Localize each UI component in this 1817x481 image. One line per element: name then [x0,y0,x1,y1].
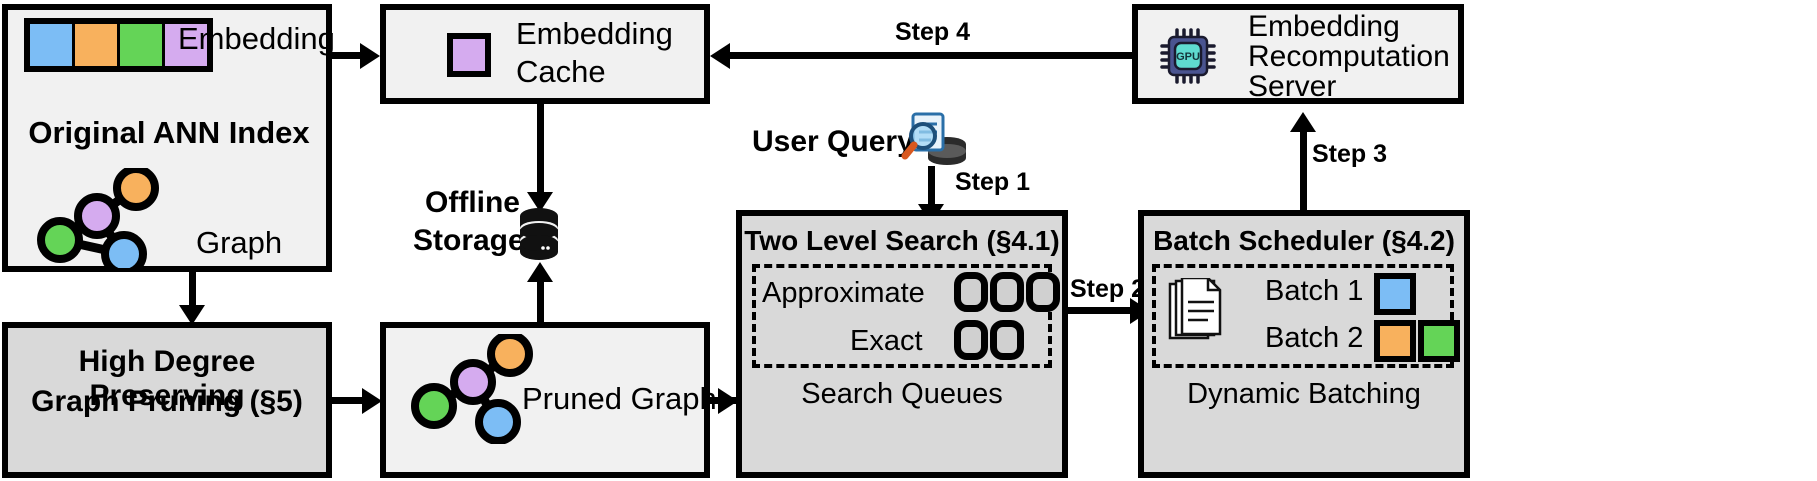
graph-pruning-line1: High Degree Preserving [78,345,256,412]
pruned-graph-label: Pruned Graph [522,381,717,416]
search-row-label-exact: Exact [850,325,923,357]
arrow-index-to-pruning-line [189,272,196,308]
embedding-cell-blue [30,24,75,66]
embedding-cell-green [120,24,165,66]
embedding-cell-orange [75,24,120,66]
arrow-step4-line [726,52,1132,59]
arrow-pruned-to-storage-line [537,272,544,330]
batch-scheduler-title: Batch Scheduler (§4.2) [1153,225,1455,256]
embedding-label: Embedding [178,21,335,56]
search-slot-approx-1[interactable] [954,272,988,312]
graph-node-blue [101,231,147,268]
batch-2-label: Batch 2 [1265,322,1364,354]
arrow-step4-head [710,43,730,69]
search-slot-exact-1[interactable] [954,320,988,360]
arrow-pruned-to-storage-head [527,262,553,282]
recomputation-server-line2: Recomputation [1248,40,1450,73]
batch-1-label: Batch 1 [1265,275,1364,307]
batch-2-item-orange [1374,320,1416,362]
arrow-index-to-cache-line [332,52,368,59]
search-queues-footer: Search Queues [801,378,1003,410]
pruned-node-blue [475,399,521,444]
graph-label: Graph [196,225,283,260]
pruned-node-purple [450,359,496,405]
search-slot-exact-2[interactable] [990,320,1024,360]
arrow-pruning-to-pruned-line [332,397,370,404]
database-icon [520,208,558,260]
arrow-pruning-to-pruned-head [362,388,382,414]
recomputation-server-line3: Server [1248,70,1337,103]
graph-node-orange [113,168,159,211]
arrow-pruned-to-search-head [718,388,738,414]
search-queues-panel [752,264,1052,368]
search-row-label-approximate: Approximate [762,277,925,309]
embedding-cell-purple [165,24,207,66]
step3-label: Step 3 [1312,140,1388,168]
graph-node-purple [74,193,120,239]
recomputation-server-line1: Embedding [1248,10,1400,43]
arrow-step1-line [928,166,935,208]
embedding-strip [24,18,213,72]
arrow-index-to-cache-head [360,43,380,69]
graph-node-green [37,217,83,263]
arrow-step3-line [1300,125,1307,210]
step1-label: Step 1 [955,168,1031,196]
arrow-cache-to-storage-line [537,104,544,196]
arrow-step3-head [1290,112,1316,132]
pruned-node-green [411,383,457,429]
two-level-search-title: Two Level Search (§4.1) [744,225,1060,256]
offline-storage-line1: Offline [425,186,520,219]
dynamic-batching-panel [1152,264,1454,368]
pruned-node-orange [487,334,533,377]
batch-2-item-green [1418,320,1460,362]
arrow-index-to-pruning-head [179,305,205,325]
pruned-graph-visual [411,334,533,444]
arrow-cache-to-storage-head [527,192,553,212]
dynamic-batching-footer: Dynamic Batching [1187,378,1421,410]
step2-label: Step 2 [1070,275,1146,303]
offline-storage-line2: Storage [413,224,525,257]
embedding-cache-swatch [447,33,491,77]
search-slot-approx-2[interactable] [990,272,1024,312]
batch-1-item-blue [1374,273,1416,315]
step4-label: Step 4 [895,18,971,46]
arrow-step2-line [1068,307,1142,314]
user-query-label: User Query [752,125,914,158]
graph-pruning-box [2,322,332,478]
graph-pruning-line2: Graph Pruning (§5) [31,385,303,418]
embedding-cache-line2: Cache [516,54,606,89]
embedding-cache-box [380,4,710,104]
original-graph [37,168,159,268]
original-ann-index-title: Original ANN Index [28,115,310,150]
svg-text:GPU: GPU [1176,51,1200,63]
documents-icon [1168,278,1222,340]
gpu-chip-icon: GPU [1160,28,1216,84]
embedding-cache-line1: Embedding [516,16,673,51]
search-slot-approx-3[interactable] [1026,272,1060,312]
search-database-icon [901,112,966,165]
